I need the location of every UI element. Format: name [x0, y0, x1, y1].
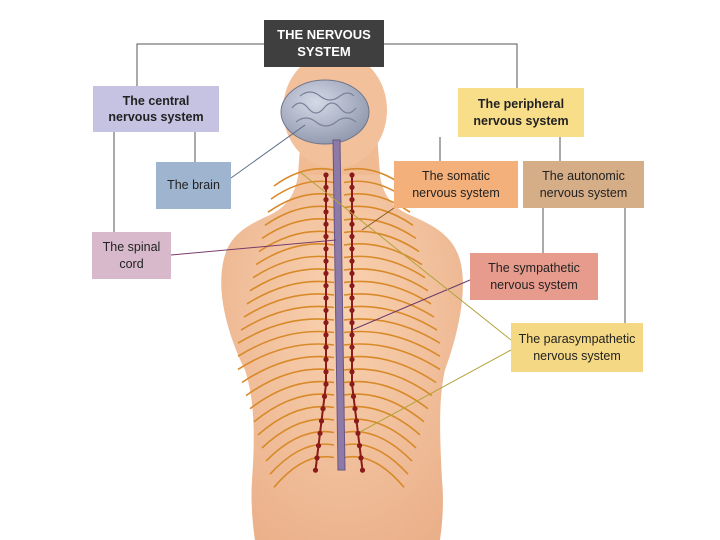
central-nervous-system-box: The central nervous system	[93, 86, 219, 132]
spinal-nerve-branch	[261, 418, 335, 449]
spinal-nerve-branch	[343, 455, 405, 488]
spinal-nerve-branch	[273, 455, 335, 488]
ganglion-dot	[349, 209, 355, 215]
spinal-nerve-branch	[343, 355, 437, 384]
spinal-nerve-branch	[257, 405, 335, 436]
spinal-nerve-branch	[261, 218, 335, 240]
hierarchy-connectors	[113, 43, 626, 323]
spinal-nerve-branch	[343, 192, 411, 213]
ganglion-dot	[323, 258, 329, 264]
spinal-nerve-branch	[343, 430, 413, 462]
ganglion-dot	[349, 233, 355, 240]
ganglion-dot	[323, 356, 329, 363]
ganglion-dot	[323, 233, 329, 240]
ganglion-dot	[349, 381, 355, 387]
ganglion-dot	[349, 369, 355, 375]
ganglion-dot	[349, 295, 355, 301]
ganglion-dot	[349, 356, 355, 363]
ganglion-dot	[349, 221, 355, 227]
ganglion-dot	[349, 332, 355, 338]
autonomic-nervous-system-box: The autonomic nervous system	[523, 161, 644, 208]
ganglion-dot	[349, 246, 355, 252]
spinal-nerve-branch	[237, 343, 335, 371]
ganglion-dot	[349, 270, 355, 276]
ganglion-dot	[350, 393, 357, 399]
leader-lines	[170, 124, 512, 433]
ganglion-dot	[323, 332, 329, 338]
peripheral-nervous-system-box: The peripheral nervous system	[458, 88, 584, 137]
ganglion-dot	[323, 197, 329, 203]
spinal-nerve-branch	[269, 443, 335, 475]
ganglion-dot	[349, 184, 355, 190]
ganglion-dot	[323, 270, 329, 276]
ganglion-dot	[353, 418, 360, 424]
ganglion-dot	[323, 295, 329, 301]
ganglion-dot	[349, 320, 355, 326]
spinal-nerve-branch	[237, 318, 335, 344]
ganglion-dot	[349, 307, 355, 313]
spinal-nerve-branch	[241, 355, 335, 384]
ganglion-dot	[315, 443, 322, 449]
ganglion-dot	[323, 246, 329, 252]
spinal-nerve-branch	[264, 205, 335, 226]
ganglion-dot	[323, 221, 329, 227]
ganglion-dot	[349, 197, 355, 203]
brain-box: The brain	[156, 162, 231, 209]
spinal-nerve-branch	[237, 330, 335, 357]
ganglion-dot	[323, 344, 329, 350]
ganglion-dot	[349, 172, 355, 178]
parasympathetic-nervous-system-box: The parasympathetic nervous system	[511, 323, 643, 372]
ganglion-dot	[323, 369, 329, 375]
spinal-nerve-branch	[270, 180, 335, 200]
ganglion-dot	[317, 430, 323, 436]
nervous-system-title-box: THE NERVOUS SYSTEM	[264, 20, 384, 67]
ganglion-dot	[358, 455, 364, 461]
spinal-nerve-branch	[265, 430, 335, 462]
ganglion-dot	[321, 393, 328, 399]
spinal-nerve-branch	[343, 205, 414, 226]
spinal-nerve-branch	[343, 418, 417, 449]
spinal-cord-illustration	[332, 139, 346, 471]
spinal-nerve-branch	[343, 305, 438, 331]
ganglion-dot	[323, 381, 329, 387]
spinal-nerve-branch	[343, 443, 409, 475]
spinal-nerve-branch	[343, 218, 417, 240]
ganglion-dot	[355, 430, 361, 436]
ganglion-dot	[349, 283, 355, 289]
ganglion-dot	[320, 406, 326, 412]
ganglion-dot	[323, 320, 329, 326]
spinal-nerve-branch	[343, 393, 425, 423]
spinal-nerve-branch	[343, 405, 421, 436]
ganglion-dot	[312, 467, 319, 473]
somatic-nervous-system-box: The somatic nervous system	[394, 161, 518, 208]
ganglion-dot	[323, 172, 329, 178]
ganglion-dot	[323, 283, 329, 289]
ganglion-dot	[349, 344, 355, 350]
ganglion-dot	[318, 418, 325, 424]
sympathetic-nervous-system-box: The sympathetic nervous system	[470, 253, 598, 300]
spinal-nerve-branch	[253, 393, 335, 423]
ganglion-dot	[323, 209, 329, 215]
ganglion-dot	[314, 455, 320, 461]
ganglion-dot	[323, 307, 329, 313]
spinal-nerve-branch	[240, 305, 335, 331]
sympathetic-chains	[312, 172, 366, 473]
brain-illustration	[280, 79, 370, 145]
spinal-nerve-branch	[343, 343, 441, 371]
spinal-nerve-branch	[273, 167, 335, 187]
spinal-cord-box: The spinal cord	[92, 232, 171, 279]
spinal-nerve-branch	[343, 330, 441, 357]
ganglion-dot	[352, 406, 358, 412]
ganglion-dot	[359, 467, 366, 473]
ganglion-dot	[323, 184, 329, 190]
spinal-nerve-branch	[343, 318, 441, 344]
ganglion-dot	[356, 443, 363, 449]
ganglion-dot	[349, 258, 355, 264]
